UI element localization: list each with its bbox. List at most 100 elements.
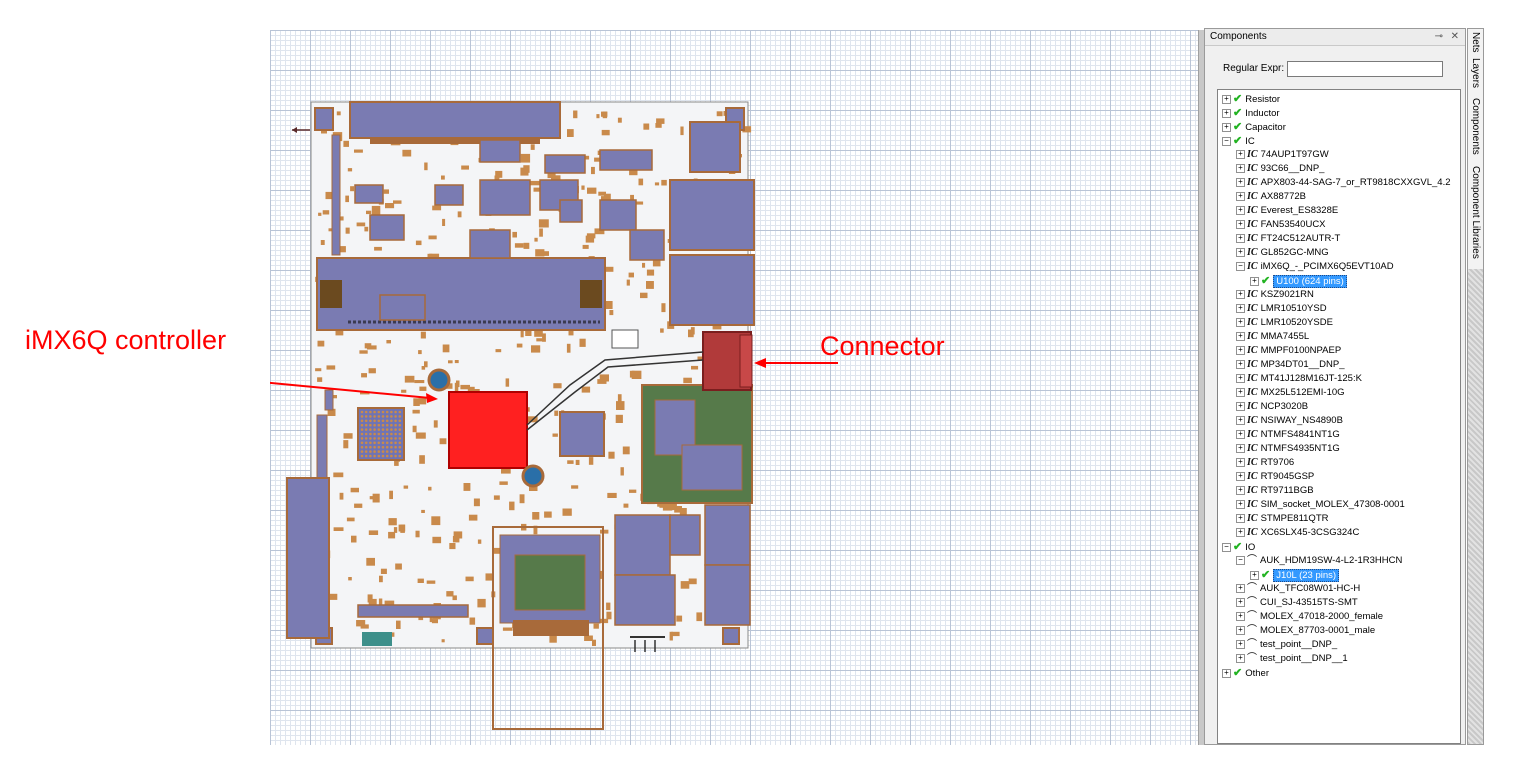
expand-icon[interactable]: + [1236, 331, 1245, 341]
expand-icon[interactable]: + [1236, 471, 1245, 481]
expand-icon[interactable]: + [1236, 317, 1245, 327]
tree-item-io[interactable]: +⌒CUI_SJ-43515TS-SMT [1236, 596, 1358, 610]
expand-icon[interactable]: + [1236, 205, 1245, 215]
tree-category-inductor[interactable]: +✔Inductor [1222, 106, 1280, 120]
expand-icon[interactable]: + [1236, 583, 1245, 593]
expand-icon[interactable]: + [1236, 163, 1245, 173]
expand-icon[interactable]: + [1236, 233, 1245, 243]
expand-icon[interactable]: + [1236, 359, 1245, 369]
tree-category-capacitor[interactable]: +✔Capacitor [1222, 120, 1286, 134]
canvas-splitter[interactable] [1198, 30, 1205, 745]
expand-icon[interactable]: + [1236, 527, 1245, 537]
expand-icon[interactable]: + [1236, 443, 1245, 453]
expand-icon[interactable]: + [1236, 387, 1245, 397]
bga-ball [360, 410, 364, 414]
tree-item-io[interactable]: +⌒AUK_TFC08W01-HC-H [1236, 582, 1360, 596]
pcb-canvas[interactable] [270, 30, 1198, 745]
tree-category-resistor[interactable]: +✔Resistor [1222, 92, 1280, 106]
tree-category-other[interactable]: +✔Other [1222, 666, 1269, 680]
tab-component-libraries[interactable]: Component Libraries [1468, 163, 1483, 270]
ic-symbol-icon: IC [1247, 429, 1258, 440]
expand-icon[interactable]: + [1236, 499, 1245, 509]
regex-input[interactable] [1287, 61, 1443, 77]
expand-icon[interactable]: + [1236, 345, 1245, 355]
expand-icon[interactable]: + [1250, 570, 1259, 580]
expand-icon[interactable]: + [1222, 108, 1231, 118]
tab-nets[interactable]: Nets [1468, 29, 1483, 56]
pad [592, 639, 596, 646]
expand-icon[interactable]: + [1236, 625, 1245, 635]
collapse-icon[interactable]: − [1222, 542, 1231, 552]
collapse-icon[interactable]: − [1236, 555, 1245, 565]
expand-icon[interactable]: + [1236, 247, 1245, 257]
expand-icon[interactable]: + [1222, 122, 1231, 132]
pin-icon[interactable]: ⊸ [1434, 31, 1443, 42]
tree-item-io[interactable]: −⌒AUK_HDM19SW-4-L2-1R3HHCN [1236, 554, 1402, 568]
expand-icon[interactable]: + [1236, 597, 1245, 607]
collapse-icon[interactable]: − [1222, 136, 1231, 146]
close-icon[interactable]: ✕ [1450, 31, 1459, 42]
expand-icon[interactable]: + [1236, 415, 1245, 425]
tree-item-u100[interactable]: +✔U100 (624 pins) [1250, 274, 1347, 288]
tree-category-io[interactable]: −✔IO [1222, 540, 1255, 554]
expand-icon[interactable]: + [1236, 611, 1245, 621]
collapse-icon[interactable]: − [1236, 261, 1245, 271]
expand-icon[interactable]: + [1236, 191, 1245, 201]
tab-components[interactable]: Components [1468, 95, 1483, 164]
expand-icon[interactable]: + [1236, 429, 1245, 439]
component-tree[interactable]: +✔Resistor +✔Inductor +✔Capacitor −✔IC +… [1217, 89, 1461, 744]
bga-ball [373, 454, 376, 458]
expand-icon[interactable]: + [1236, 401, 1245, 411]
expand-icon[interactable]: + [1236, 639, 1245, 649]
expand-icon[interactable]: + [1236, 177, 1245, 187]
expand-icon[interactable]: + [1236, 219, 1245, 229]
tab-layers[interactable]: Layers [1468, 55, 1483, 96]
expand-icon[interactable]: + [1222, 668, 1231, 678]
tree-item-io[interactable]: +⌒test_point__DNP__1 [1236, 652, 1348, 666]
pcb-board-drawing[interactable] [270, 30, 1198, 745]
expand-icon[interactable]: + [1236, 653, 1245, 663]
expand-icon[interactable]: + [1236, 149, 1245, 159]
tree-item-io[interactable]: +⌒MOLEX_47018-2000_female [1236, 610, 1383, 624]
tree-category-ic[interactable]: −✔IC [1222, 134, 1255, 148]
expand-icon[interactable]: + [1222, 94, 1231, 104]
tree-item-io[interactable]: +⌒test_point__DNP_ [1236, 638, 1337, 652]
expand-icon[interactable]: + [1236, 373, 1245, 383]
tree-item-io[interactable]: +⌒MOLEX_87703-0001_male [1236, 624, 1375, 638]
expand-icon[interactable]: + [1236, 457, 1245, 467]
ic-symbol-icon: IC [1247, 373, 1258, 384]
expand-icon[interactable]: + [1236, 289, 1245, 299]
expand-icon[interactable]: + [1250, 276, 1259, 286]
tree-item-j10l[interactable]: +✔J10L (23 pins) [1250, 568, 1340, 582]
expand-icon[interactable]: + [1236, 303, 1245, 313]
expand-icon[interactable]: + [1236, 485, 1245, 495]
expand-icon[interactable]: + [1236, 513, 1245, 523]
